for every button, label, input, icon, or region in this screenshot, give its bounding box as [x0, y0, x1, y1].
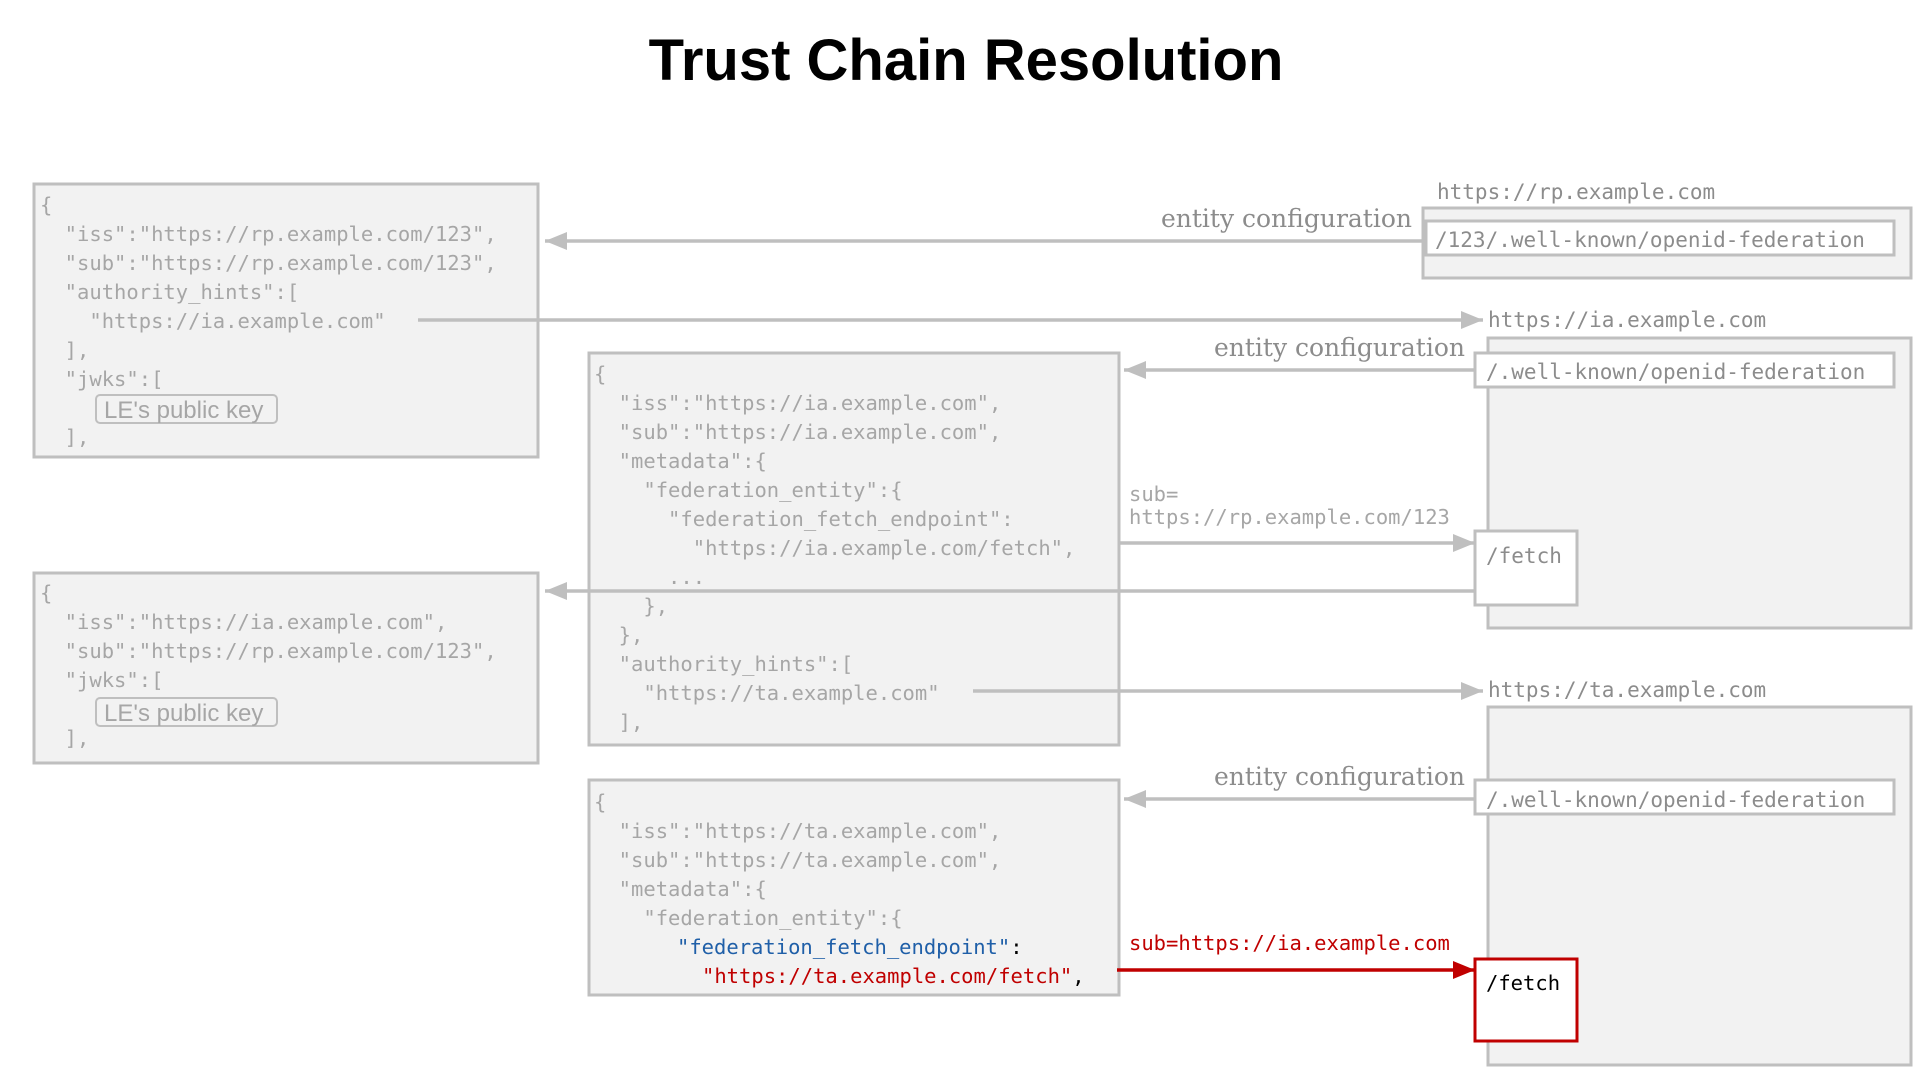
ia-entity-statement [587, 351, 1121, 747]
rp-line-5: ], [40, 338, 89, 362]
ta-line-2: "sub":"https://ta.example.com", [594, 848, 1001, 872]
rp-line-2: "sub":"https://rp.example.com/123", [40, 251, 497, 275]
ia-line-8: }, [594, 594, 668, 618]
label-entity-config-ta: entity configuration [1214, 762, 1465, 791]
rp-line-1: "iss":"https://rp.example.com/123", [40, 222, 497, 246]
label-sub-rp-line2: https://rp.example.com/123 [1129, 505, 1450, 529]
label-sub-rp-line1: sub= [1129, 482, 1178, 506]
ta-line-0: { [594, 790, 606, 814]
ta-endpoint-colon: : [1010, 935, 1022, 959]
ia-about-rp-statement [32, 571, 540, 765]
ta-statement-code: { "iss":"https://ta.example.com", "sub":… [0, 0, 1063, 930]
ta-line-1: "iss":"https://ta.example.com", [594, 819, 1001, 843]
ta-endpoint-key: "federation_fetch_endpoint" [677, 935, 1010, 959]
ia-wellknown-endpoint [1473, 351, 1896, 389]
ia-host: https://ia.example.com [1488, 308, 1766, 332]
label-entity-config-rp: entity configuration [1161, 204, 1412, 233]
rp-public-key-pill [95, 394, 278, 424]
ta-fetch-label: /fetch [1486, 971, 1560, 995]
ia-fetch-endpoint [1473, 529, 1579, 607]
ta-wellknown-endpoint [1473, 778, 1896, 816]
rp-line-3: "authority_hints":[ [40, 280, 299, 304]
ta-fetch-endpoint-key-line: "federation_fetch_endpoint": [0, 0, 1035, 959]
ia-line-11: "https://ta.example.com" [594, 681, 940, 705]
ia-line-5: "federation_fetch_endpoint": [594, 507, 1014, 531]
rp-line-0: { [40, 193, 52, 217]
iarp-line-5: ], [40, 726, 89, 750]
rp-host: https://rp.example.com [1437, 180, 1715, 204]
ia-line-1: "iss":"https://ia.example.com", [594, 391, 1001, 415]
iarp-line-0: { [40, 581, 52, 605]
ta-entity-statement [587, 778, 1121, 997]
ta-fetch-endpoint-value-line: "https://ta.example.com/fetch", [702, 964, 1085, 988]
iarp-line-2: "sub":"https://rp.example.com/123", [40, 639, 497, 663]
ta-wellknown-label: /.well-known/openid-federation [1486, 788, 1865, 812]
page-title: Trust Chain Resolution [649, 28, 1284, 93]
ia-line-9: }, [594, 623, 643, 647]
rp-public-key-label: LE's public key [104, 397, 263, 424]
label-entity-config-ia: entity configuration [1214, 333, 1465, 362]
ta-endpoint-value: "https://ta.example.com/fetch" [702, 964, 1072, 988]
iarp-public-key-label: LE's public key [104, 700, 263, 727]
ia-line-4: "federation_entity":{ [594, 478, 903, 502]
rp-wellknown-endpoint [1424, 219, 1896, 257]
ta-line-4: "federation_entity":{ [594, 906, 903, 930]
iarp-line-3: "jwks":[ [40, 668, 163, 692]
rp-line-4: "https://ia.example.com" [40, 309, 386, 333]
rp-line-6: "jwks":[ [40, 367, 163, 391]
ia-line-10: "authority_hints":[ [594, 652, 853, 676]
ta-line-3: "metadata":{ [594, 877, 767, 901]
rp-line-8: ], [40, 425, 89, 449]
ia-wellknown-label: /.well-known/openid-federation [1486, 360, 1865, 384]
rp-wellknown-label: /123/.well-known/openid-federation [1435, 228, 1865, 252]
ia-line-6: "https://ia.example.com/fetch", [594, 536, 1075, 560]
ta-fetch-endpoint [1473, 957, 1579, 1043]
iarp-line-1: "iss":"https://ia.example.com", [40, 610, 447, 634]
ia-line-0: { [594, 362, 606, 386]
ia-rp-statement-code: { "iss":"https://ia.example.com", "sub":… [0, 0, 558, 750]
ia-fetch-label: /fetch [1486, 544, 1562, 568]
ia-statement-code: { "iss":"https://ia.example.com", "sub":… [0, 0, 1137, 734]
ia-line-3: "metadata":{ [594, 449, 767, 473]
ia-line-7: ... [594, 565, 705, 589]
ta-host: https://ta.example.com [1488, 678, 1766, 702]
ia-line-2: "sub":"https://ia.example.com", [594, 420, 1001, 444]
iarp-public-key-pill [95, 697, 278, 727]
label-sub-ia: sub=https://ia.example.com [1129, 931, 1450, 955]
ia-line-12: ], [594, 710, 643, 734]
rp-statement-code: { "iss":"https://rp.example.com/123", "s… [0, 0, 558, 449]
ta-endpoint-comma: , [1072, 964, 1084, 988]
